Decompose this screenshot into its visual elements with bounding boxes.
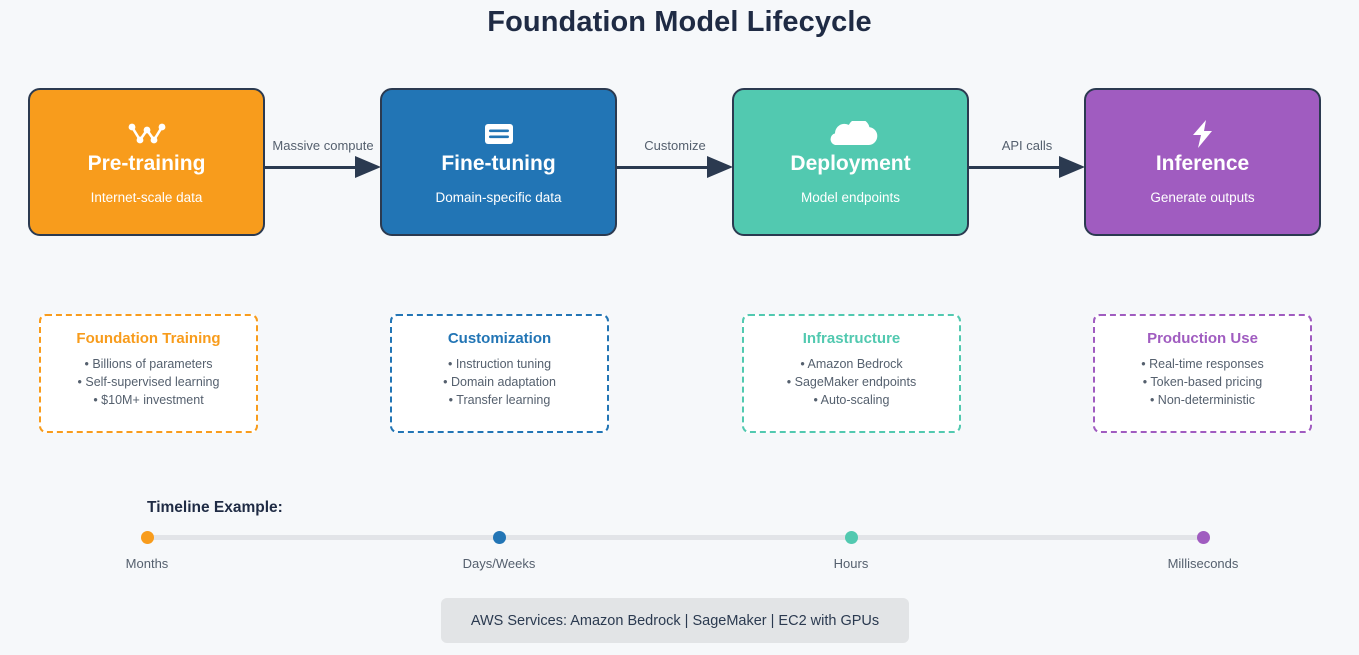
connector-line — [265, 166, 357, 169]
stage-subtitle: Model endpoints — [800, 190, 901, 206]
connector-label: API calls — [1001, 138, 1053, 153]
timeline-point-months — [140, 531, 154, 544]
connector-line — [617, 166, 709, 169]
detail-card-item: • Instruction tuning — [447, 357, 552, 371]
stage-box-fine-tuning[interactable]: Fine-tuning Domain-specific data — [380, 88, 617, 236]
detail-card-title: Infrastructure — [802, 330, 901, 347]
detail-card-item: • Amazon Bedrock — [800, 357, 903, 371]
stage-title: Pre-training — [87, 151, 206, 175]
arrow-head-icon — [355, 156, 381, 178]
timeline-point-days-weeks — [492, 531, 506, 544]
stage-subtitle: Generate outputs — [1150, 190, 1255, 206]
stage-box-pre-training[interactable]: Pre-training Internet-scale data — [28, 88, 265, 236]
detail-card-item: • Transfer learning — [448, 393, 551, 407]
detail-card-item: • Domain adaptation — [443, 375, 556, 389]
detail-card-item: • Non-deterministic — [1149, 393, 1256, 407]
timeline-point-hours — [844, 531, 858, 544]
lightning-bolt-icon — [1190, 119, 1216, 149]
detail-card-title: Customization — [447, 330, 552, 347]
detail-card-item: • Token-based pricing — [1142, 375, 1263, 389]
connector-deployment-to-inference: API calls — [969, 138, 1085, 196]
timeline-label: Months — [125, 556, 169, 571]
arrow-head-icon — [1059, 156, 1085, 178]
detail-card-item: • Real-time responses — [1141, 357, 1264, 371]
stage-subtitle: Domain-specific data — [435, 190, 562, 206]
cloud-icon — [823, 119, 879, 149]
detail-card-item: • Auto-scaling — [813, 393, 890, 407]
connector-line — [969, 166, 1061, 169]
stage-title: Inference — [1155, 151, 1250, 175]
stage-box-inference[interactable]: Inference Generate outputs — [1084, 88, 1321, 236]
neural-network-icon — [127, 119, 167, 149]
stage-title: Fine-tuning — [441, 151, 556, 175]
timeline-label: Milliseconds — [1167, 556, 1239, 571]
connector-label: Customize — [644, 138, 706, 153]
detail-card-item: • Self-supervised learning — [77, 375, 220, 389]
stage-title: Deployment — [790, 151, 911, 175]
arrow-head-icon — [707, 156, 733, 178]
connector-fine-tuning-to-deployment: Customize — [617, 138, 733, 196]
detail-card-item: • SageMaker endpoints — [786, 375, 917, 389]
timeline-point-milliseconds — [1196, 531, 1210, 544]
connector-label: Massive compute — [272, 138, 374, 153]
detail-card-production-use: Production Use • Real-time responses • T… — [1093, 314, 1312, 433]
aws-services-banner: AWS Services: Amazon Bedrock | SageMaker… — [441, 598, 909, 643]
page-title: Foundation Model Lifecycle — [487, 6, 872, 38]
timeline-label: Days/Weeks — [462, 556, 536, 571]
stage-subtitle: Internet-scale data — [90, 190, 203, 206]
stage-box-deployment[interactable]: Deployment Model endpoints — [732, 88, 969, 236]
detail-card-infrastructure: Infrastructure • Amazon Bedrock • SageMa… — [742, 314, 961, 433]
detail-card-title: Foundation Training — [76, 330, 221, 347]
tuning-sliders-icon — [482, 119, 516, 149]
detail-card-customization: Customization • Instruction tuning • Dom… — [390, 314, 609, 433]
timeline-label: Hours — [833, 556, 869, 571]
timeline-track — [147, 535, 1203, 540]
timeline-heading: Timeline Example: — [147, 499, 283, 516]
detail-card-title: Production Use — [1147, 330, 1258, 347]
aws-services-text: AWS Services: Amazon Bedrock | SageMaker… — [470, 612, 880, 629]
detail-card-foundation-training: Foundation Training • Billions of parame… — [39, 314, 258, 433]
connector-pre-training-to-fine-tuning: Massive compute — [265, 138, 381, 196]
detail-card-item: • Billions of parameters — [84, 357, 213, 371]
detail-card-item: • $10M+ investment — [93, 393, 204, 407]
